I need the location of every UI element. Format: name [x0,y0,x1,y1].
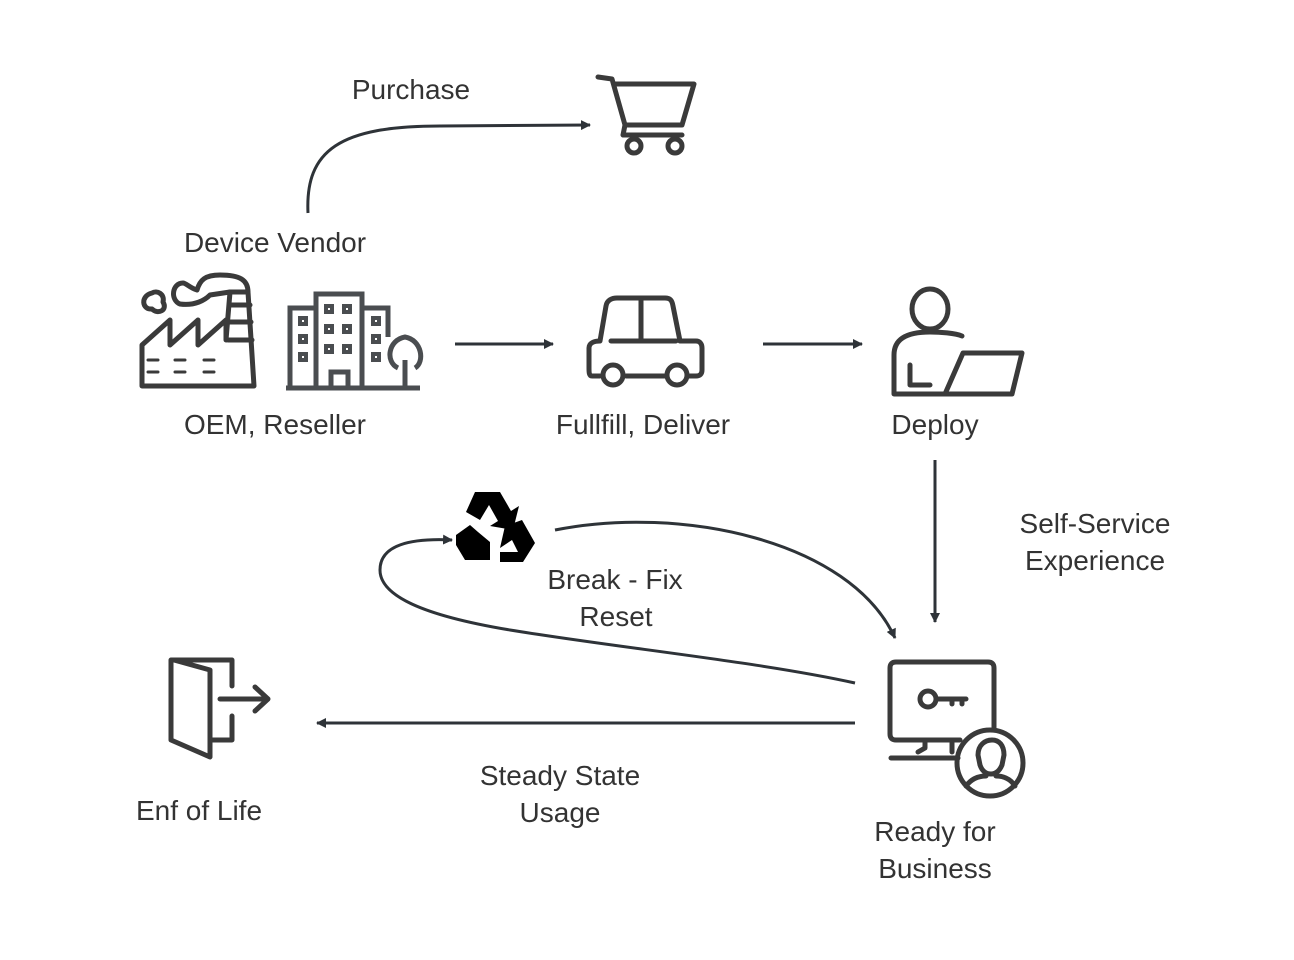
device-vendor-label: Device Vendor [184,227,366,258]
deploy-label: Deploy [891,409,978,440]
shopping-cart-icon [595,74,697,156]
purchase-label: Purchase [352,74,470,105]
break-fix-label-1: Break - Fix [547,564,682,595]
factory-icon [139,272,257,389]
exit-door-icon [168,657,271,760]
end-of-life-label: Enf of Life [136,795,262,826]
self-service-label-1: Self-Service [1020,508,1171,539]
ready-label-1: Ready for [874,816,995,847]
purchase-arrow [306,120,591,214]
oem-reseller-label: OEM, Reseller [184,409,366,440]
break-fix-label-2: Reset [579,601,652,632]
steady-state-label-2: Usage [520,797,601,828]
person-laptop-icon [891,286,1025,397]
car-icon [586,295,705,388]
self-service-label-2: Experience [1025,545,1165,576]
monitor-key-user-icon [887,659,1026,799]
office-building-icon [286,291,424,391]
recycle-icon [456,492,535,562]
steady-state-label-1: Steady State [480,760,640,791]
arrow-ready-to-break-fix [378,534,856,685]
arrow-break-fix-to-ready [554,520,897,639]
ready-label-2: Business [878,853,992,884]
fulfill-deliver-label: Fullfill, Deliver [556,409,730,440]
